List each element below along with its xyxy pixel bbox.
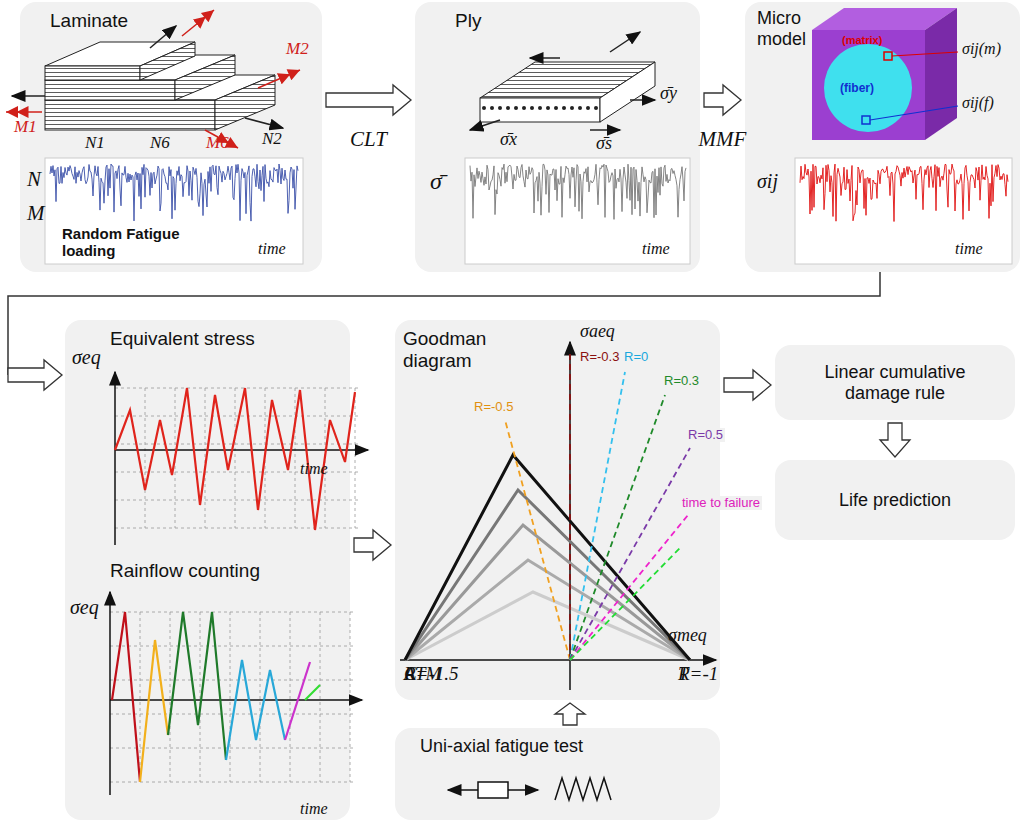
block-arrow (8, 360, 62, 390)
plot-label: σij(f) (962, 94, 994, 112)
plot-label: N6 (150, 134, 170, 153)
goodman-plot (400, 342, 716, 690)
ply-drawing (465, 32, 690, 264)
block-arrow (354, 530, 391, 560)
plot-label: σmeq (668, 626, 707, 646)
block-arrow (704, 85, 741, 115)
plot-label: σ̄y (660, 84, 677, 104)
node-text: Micro model (757, 8, 817, 49)
flow-arrow (724, 370, 771, 400)
plot-label: time (955, 240, 983, 258)
flow-arrow (326, 85, 411, 115)
panel-box: Life prediction (775, 460, 1015, 540)
plot-label: M (27, 202, 45, 225)
plot-label: σaeq (580, 322, 615, 342)
plot-label: time (258, 240, 286, 258)
plot-label: M1 (14, 118, 37, 137)
panel-box: Uni-axial fatigue test (395, 728, 720, 820)
plot-label: σij(m) (962, 40, 1001, 58)
plot-label: N1 (85, 134, 105, 153)
plot-label: N (27, 168, 41, 191)
plot-label: σ̄ (430, 168, 442, 194)
plot-label: Random Fatigue loading (60, 226, 182, 259)
edge-label: MMF (699, 128, 747, 151)
equivalent-stress-plot (115, 372, 368, 545)
plot-label: time (300, 460, 328, 478)
node-text: Life prediction (839, 490, 951, 511)
flow-arrow (354, 530, 391, 560)
node-text: Uni-axial fatigue test (420, 736, 583, 757)
panel-box: Linear cumulative damage rule (775, 345, 1015, 420)
flow-arrow (704, 85, 741, 115)
node-text: Ply (455, 10, 481, 32)
plot-label: σeq (72, 346, 101, 368)
plot-label: time to failure (680, 496, 762, 510)
node-text: Equivalent stress (110, 328, 255, 350)
plot-label: M6 (206, 134, 229, 153)
plot-label: R=-0.3 (578, 350, 621, 364)
plot-label: σeq (70, 596, 99, 618)
plot-label: R=-0.5 (472, 400, 515, 414)
plot-label: σ̄x (500, 130, 517, 150)
block-arrow (555, 703, 585, 725)
node-text: Laminate (50, 10, 128, 32)
plot-label: N2 (262, 130, 282, 149)
plot-label: T (678, 664, 689, 685)
panel-box: Equivalent stressRainflow counting (65, 320, 350, 820)
block-arrow (724, 370, 771, 400)
flow-arrow (880, 423, 910, 457)
block-arrow (326, 85, 411, 115)
plot-label: R=0.3 (662, 374, 701, 388)
laminate-drawing (6, 10, 303, 264)
plot-label: time (642, 240, 670, 258)
uniaxial-test-symbol (448, 778, 611, 800)
node-text: Goodman diagram (403, 328, 503, 372)
plot-label: ATM (404, 664, 441, 685)
plot-label: M2 (286, 40, 309, 59)
plot-label: R=0.5 (686, 428, 725, 442)
plot-label: (fiber) (840, 82, 874, 95)
edge-label: CLT (350, 128, 387, 151)
rainflow-plot (110, 592, 362, 795)
plot-label: σij (757, 170, 778, 192)
plot-label: (matrix) (842, 34, 882, 46)
node-text: Linear cumulative damage rule (800, 362, 990, 403)
plot-label: time (300, 800, 328, 818)
plot-label: σ̄s (596, 134, 612, 154)
block-arrow (880, 423, 910, 457)
node-text: Rainflow counting (110, 560, 260, 582)
micro-cube (795, 8, 1012, 264)
flow-arrow (555, 703, 585, 725)
plot-label: R=0 (622, 350, 650, 364)
